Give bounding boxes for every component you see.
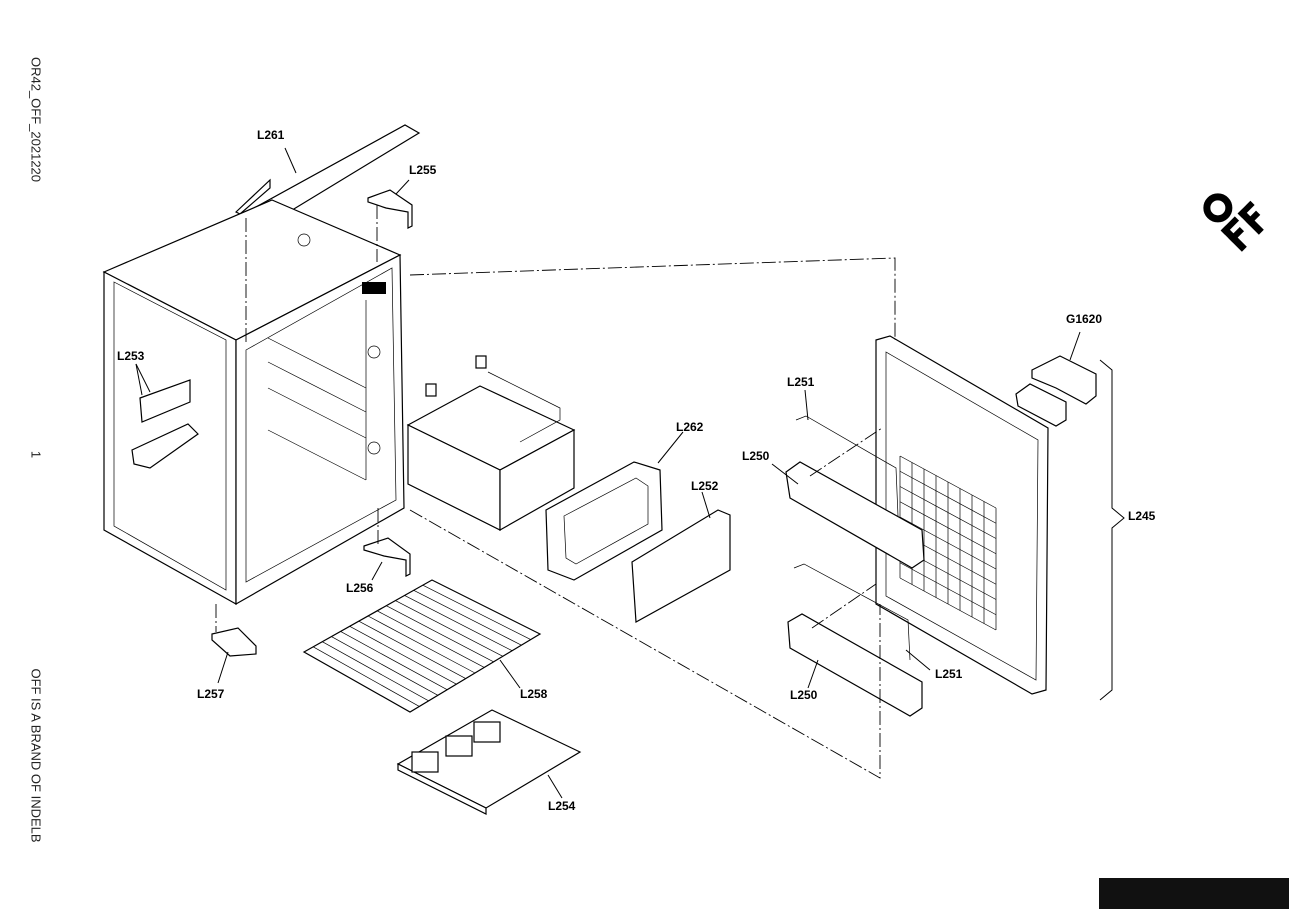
shelf-wire <box>322 641 429 702</box>
shelf-wire <box>376 610 485 668</box>
part-label: L261 <box>257 128 285 142</box>
door-grid-line <box>899 562 997 616</box>
shelf-wire <box>386 605 494 663</box>
part-label: L256 <box>346 581 374 595</box>
part-label: G1620 <box>1066 312 1102 326</box>
part-label: L254 <box>548 799 576 813</box>
shelf-wire <box>349 625 457 685</box>
cabinet-body-part <box>102 199 405 606</box>
door-grid-line <box>899 470 997 524</box>
assembly-guide-lines <box>215 205 896 779</box>
crisper-tray-part <box>396 709 582 815</box>
door-shelf-upper-part <box>785 415 925 569</box>
evaporator-part <box>406 355 576 532</box>
door-assembly-brace <box>1099 359 1125 701</box>
drip-panel-part <box>631 491 731 623</box>
shelf-wire <box>404 595 513 652</box>
part-label: L250 <box>790 688 818 702</box>
part-label: L257 <box>197 687 225 701</box>
door-grid-line <box>899 486 997 539</box>
door-grid-line <box>899 577 997 631</box>
foot-bracket-part <box>211 627 257 684</box>
top-hinge-part <box>367 179 413 229</box>
shelf-wire <box>312 646 420 707</box>
off-brand-logo <box>1203 193 1264 252</box>
shelf-wire <box>331 636 439 696</box>
door-shelf-lower-part <box>787 563 923 717</box>
part-label: L251 <box>935 667 963 681</box>
shelf-wire <box>413 589 522 646</box>
footer-bar <box>1099 878 1289 909</box>
door-grid-line <box>899 516 997 570</box>
shelf-wire <box>340 631 448 691</box>
part-label: L252 <box>691 479 719 493</box>
part-label: L245 <box>1128 509 1156 523</box>
shelf-wire <box>367 615 476 674</box>
part-label: L258 <box>520 687 548 701</box>
shelf-wire <box>422 584 531 640</box>
part-label: L255 <box>409 163 437 177</box>
bottom-hinge-part <box>363 537 411 581</box>
door-grid-line <box>899 501 997 555</box>
door-handle-part <box>1015 331 1097 427</box>
bottle-shelf-part <box>131 363 199 469</box>
evaporator-frame-part <box>545 431 684 581</box>
door-grid-line <box>899 455 997 509</box>
wire-shelf-part <box>302 579 542 713</box>
shelf-wire <box>358 620 466 679</box>
callout-leaders <box>771 389 931 689</box>
part-label: L262 <box>676 420 704 434</box>
part-label: L250 <box>742 449 770 463</box>
shelf-wire <box>395 600 504 657</box>
part-label: L251 <box>787 375 815 389</box>
part-label: L253 <box>117 349 145 363</box>
